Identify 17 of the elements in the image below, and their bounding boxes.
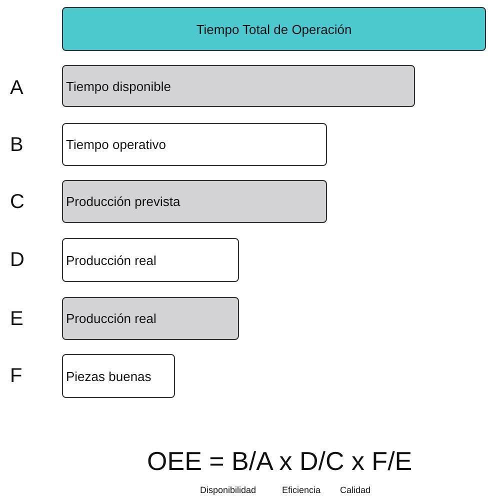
row-letter: B xyxy=(10,134,24,157)
row-letter: C xyxy=(10,191,24,214)
planned-production-bar: Producción prevista xyxy=(62,180,327,223)
actual-production-bar: Producción real xyxy=(62,238,239,282)
total-time-bar: Tiempo Total de Operación xyxy=(62,7,486,51)
good-parts-bar: Piezas buenas xyxy=(62,354,175,398)
actual-production-bar: Producción real xyxy=(62,297,239,340)
oee-formula: OEE = B/A x D/C x F/E xyxy=(147,446,412,477)
row-letter: A xyxy=(10,77,24,100)
formula-caption: Disponibilidad xyxy=(200,485,256,495)
operating-time-bar: Tiempo operativo xyxy=(62,123,327,166)
row-letter: D xyxy=(10,249,24,272)
row-letter: E xyxy=(10,308,24,331)
formula-caption: Calidad xyxy=(340,485,371,495)
row-letter: F xyxy=(10,365,22,388)
available-time-bar: Tiempo disponible xyxy=(62,65,415,107)
formula-caption: Eficiencia xyxy=(282,485,321,495)
